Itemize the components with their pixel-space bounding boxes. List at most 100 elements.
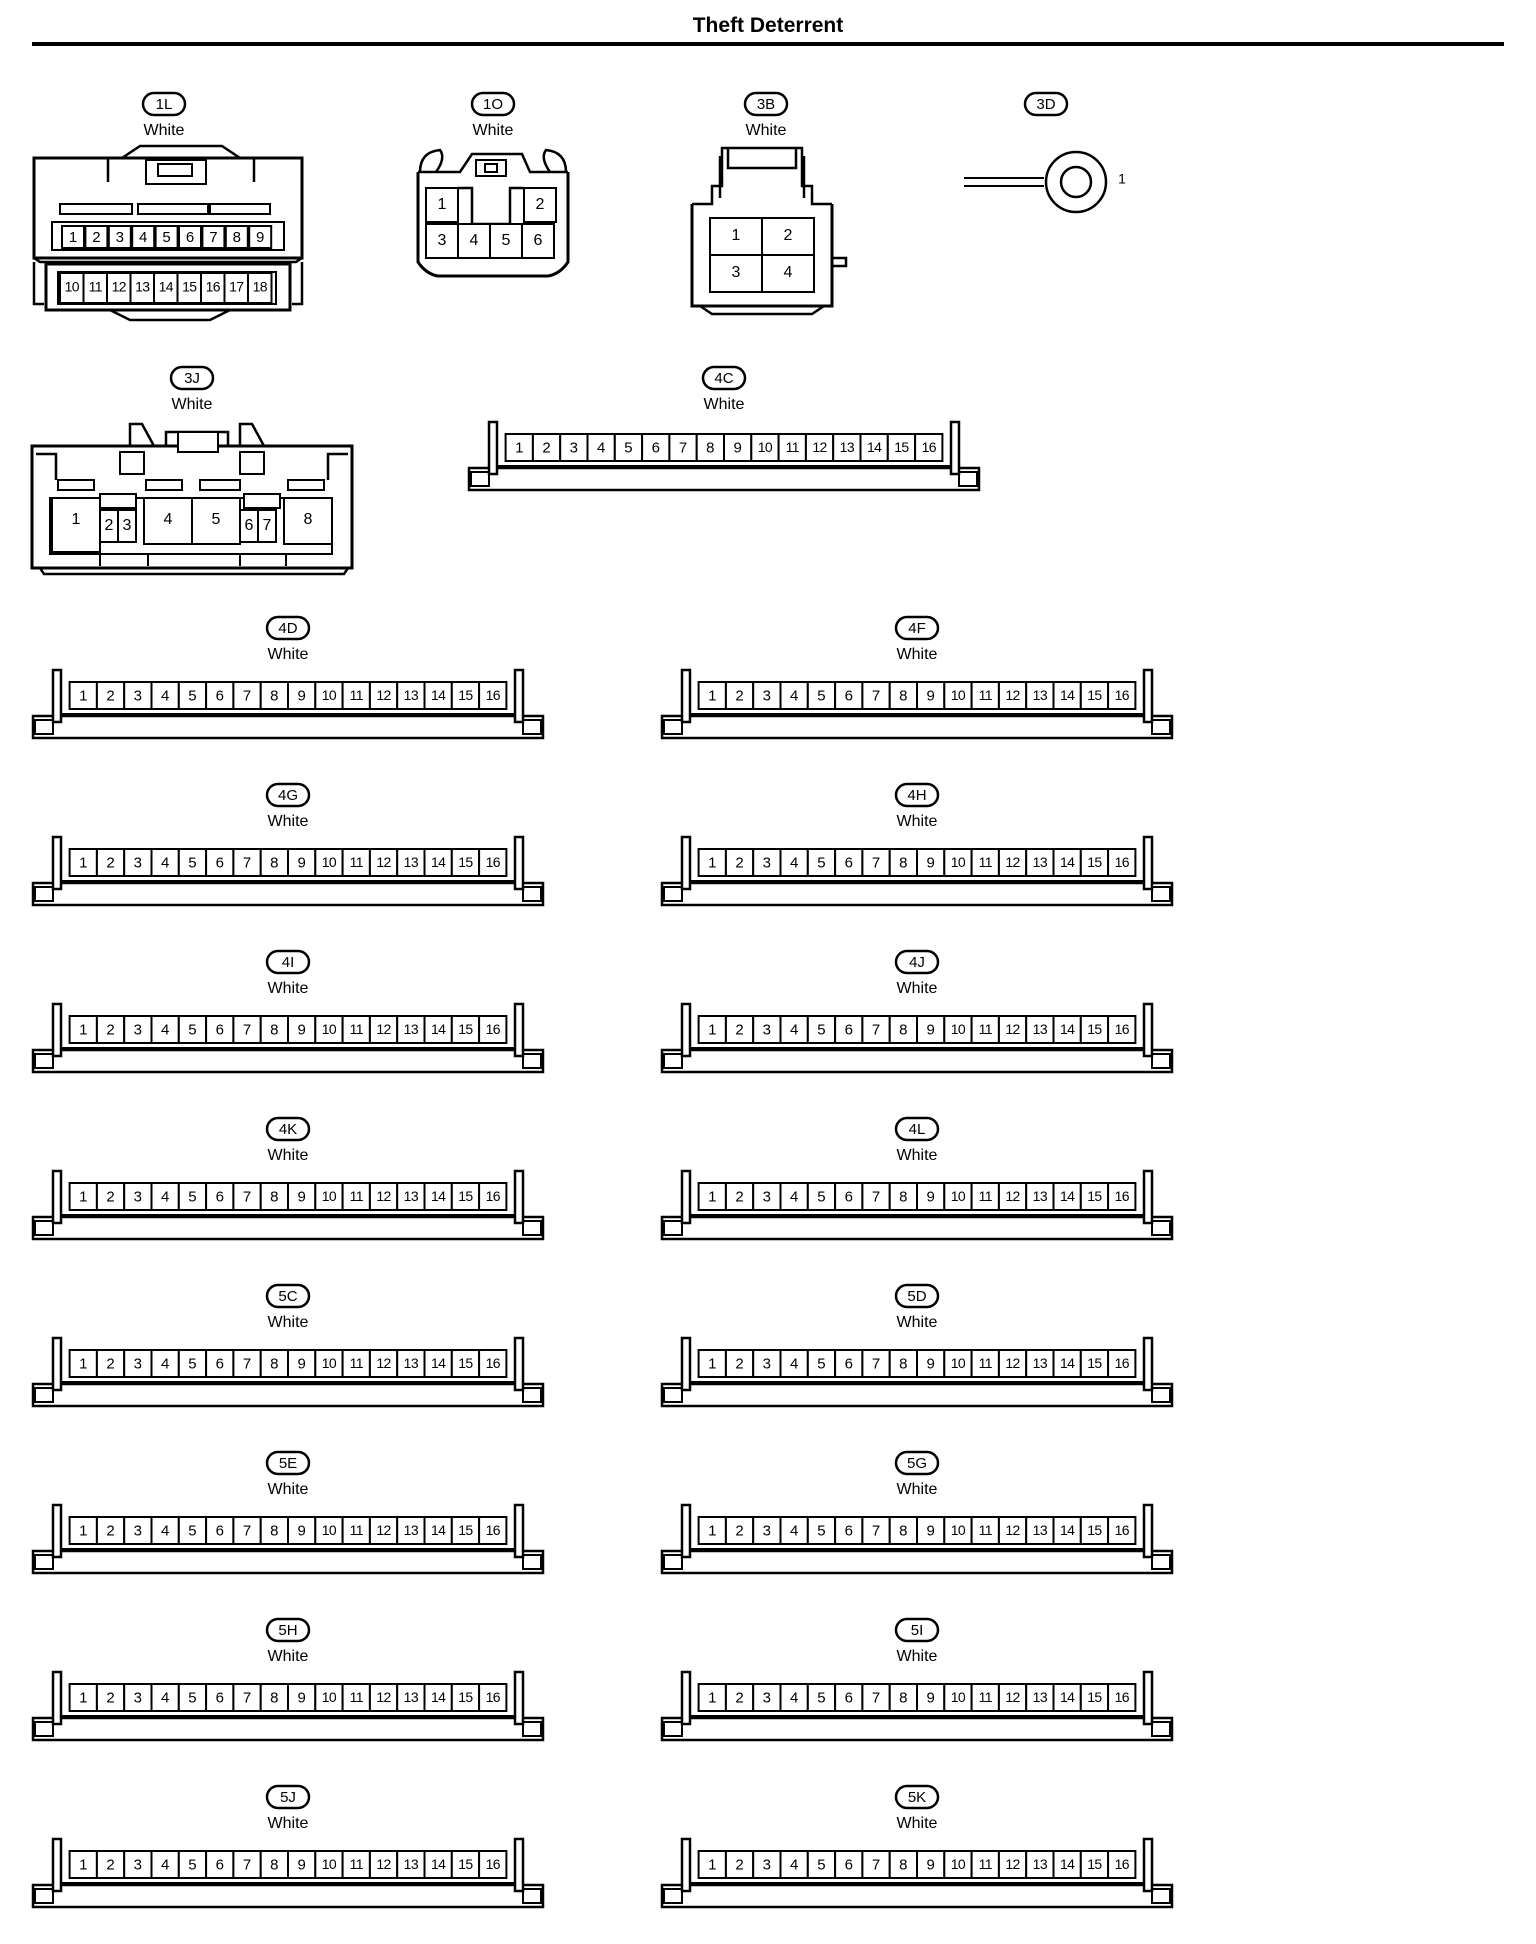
pin-cell <box>259 681 290 710</box>
pin-number: 4 <box>161 1689 169 1706</box>
pin-cell <box>888 681 919 710</box>
pin-number: 16 <box>486 1689 501 1705</box>
pin-cell <box>1025 1182 1055 1211</box>
pin-number: 1 <box>708 1689 716 1706</box>
pin-number: 15 <box>458 854 473 870</box>
pin-number: 9 <box>926 1021 934 1038</box>
pin-number: 2 <box>92 229 100 246</box>
pin-number: 5 <box>817 687 825 704</box>
pin-number: 5 <box>624 439 632 456</box>
pin-number: 14 <box>1060 687 1075 703</box>
pin-number: 15 <box>458 1021 473 1037</box>
pin-cell <box>916 1850 946 1879</box>
pin-number: 6 <box>652 439 660 456</box>
pin-number: 12 <box>1005 854 1020 870</box>
pin-cell <box>341 1683 371 1712</box>
pin-number: 16 <box>486 1188 501 1204</box>
pin-number: 1 <box>69 229 77 246</box>
pin-number: 15 <box>1087 1021 1102 1037</box>
connector-code-badge <box>265 782 311 808</box>
pin-number: 2 <box>735 1689 743 1706</box>
pin-number: 13 <box>404 1021 419 1037</box>
pin-cell <box>314 681 344 710</box>
pin-cell <box>723 433 753 462</box>
pin-number: 1 <box>708 1522 716 1539</box>
pin-cell <box>970 681 1000 710</box>
pin-number: 3 <box>134 854 142 871</box>
pin-number: 3 <box>438 232 447 249</box>
pin-number: 13 <box>404 854 419 870</box>
pin-cell <box>914 433 944 462</box>
pin-number: 16 <box>1115 687 1130 703</box>
pin-cell <box>697 848 727 877</box>
pin-cell <box>150 848 180 877</box>
pin-number: 8 <box>899 687 907 704</box>
pin-number: 5 <box>188 1522 196 1539</box>
pin-cell <box>150 1349 180 1378</box>
pin-number: 5 <box>817 1689 825 1706</box>
pin-number: 10 <box>322 1689 337 1705</box>
pin-cell <box>396 1516 426 1545</box>
pin-number: 4 <box>161 1522 169 1539</box>
pin-number: 5 <box>162 229 170 246</box>
pin-cell <box>123 848 153 877</box>
pin-number: 12 <box>112 279 127 295</box>
pin-cell <box>779 1850 809 1879</box>
connector-code-badge <box>470 91 516 117</box>
pin-cell <box>806 848 837 877</box>
pin-number: 3 <box>134 1188 142 1205</box>
connector-color: White <box>897 1147 938 1164</box>
pin-number: 16 <box>486 1522 501 1538</box>
pin-cell <box>177 1182 208 1211</box>
pin-cell <box>232 1182 262 1211</box>
pin-cell <box>724 1850 755 1879</box>
pin-number: 5 <box>817 854 825 871</box>
pin-number: 2 <box>105 517 114 534</box>
pin-number: 7 <box>872 687 880 704</box>
pin-cell <box>341 1015 371 1044</box>
pin-number: 2 <box>106 1188 114 1205</box>
connector-color: White <box>746 122 787 139</box>
pin-number: 12 <box>1005 1021 1020 1037</box>
pin-cell <box>1025 848 1055 877</box>
pin-cell <box>478 1850 508 1879</box>
pin-number: 13 <box>404 1689 419 1705</box>
pin-number: 16 <box>1115 1188 1130 1204</box>
pin-number: 6 <box>845 854 853 871</box>
pin-number: 5 <box>188 1188 196 1205</box>
pin-number: 2 <box>106 854 114 871</box>
pin-number: 3 <box>763 854 771 871</box>
pin-number: 5 <box>188 687 196 704</box>
pin-number: 4 <box>161 1188 169 1205</box>
pin-number: 8 <box>899 1355 907 1372</box>
pin-cell <box>861 1850 891 1879</box>
pin-number: 1 <box>708 1355 716 1372</box>
connector-code-badge <box>169 365 215 391</box>
pin-cell <box>205 1850 235 1879</box>
pin-number: 13 <box>1033 1856 1048 1872</box>
pin-number: 6 <box>845 687 853 704</box>
pin-number: 15 <box>458 1188 473 1204</box>
pin-number: 9 <box>926 687 934 704</box>
connector-color: White <box>268 1147 309 1164</box>
pin-number: 7 <box>872 1522 880 1539</box>
pin-number: 10 <box>322 1522 337 1538</box>
pin-number: 14 <box>1060 1689 1075 1705</box>
pin-cell <box>1107 1015 1137 1044</box>
connector-code-badge <box>265 615 311 641</box>
pin-number: 1 <box>79 1689 87 1706</box>
pin-number: 12 <box>376 1188 391 1204</box>
pin-number: 5 <box>502 232 511 249</box>
pin-number: 7 <box>872 1856 880 1873</box>
pin-cell <box>287 1516 317 1545</box>
pin-number: 3 <box>134 1856 142 1873</box>
pin-number: 6 <box>186 229 194 246</box>
pin-cell <box>1107 1349 1137 1378</box>
pin-cell <box>1107 1182 1137 1211</box>
pin-number: 14 <box>431 687 446 703</box>
pin-number: 7 <box>872 1188 880 1205</box>
pin-cell <box>95 1182 126 1211</box>
